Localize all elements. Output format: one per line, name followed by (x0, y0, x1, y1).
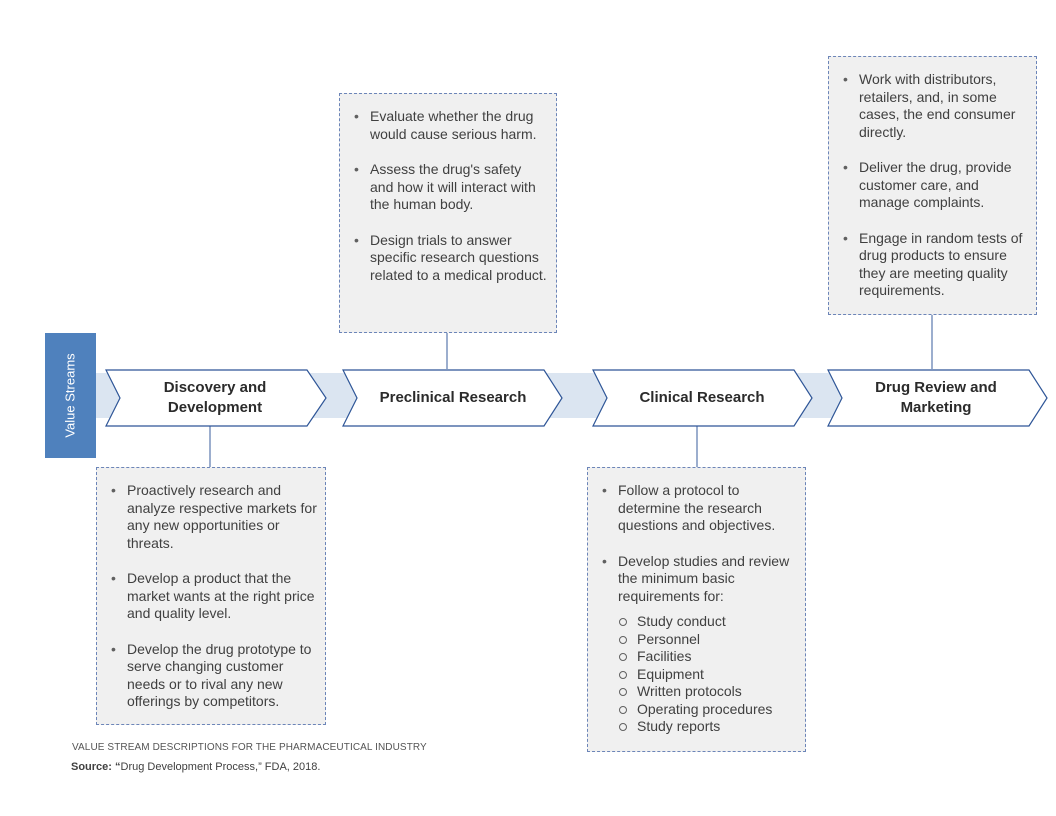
source-quote-open: “ (115, 761, 121, 773)
note-discovery: Proactively research and analyze respect… (96, 467, 326, 725)
source-text: Drug Development Process,” FDA, 2018. (120, 761, 321, 773)
note-bullet-text: Develop studies and review the minimum b… (618, 552, 790, 604)
note-clinical: Follow a protocol to determine the resea… (587, 467, 806, 752)
stage-chevron-review (827, 369, 1048, 427)
stage-chevron-preclinical (342, 369, 563, 427)
stage-title-preclinical: Preclinical Research (379, 389, 527, 406)
sub-item: Equipment (618, 666, 797, 684)
value-streams-box (45, 333, 96, 458)
sub-item: Written protocols (618, 683, 797, 701)
note-bullet: Evaluate whether the drug would cause se… (350, 108, 548, 143)
requirements-sublist: Study conduct Personnel Facilities Equip… (618, 613, 797, 736)
stage-chevron-clinical (592, 369, 813, 427)
note-bullet: Assess the drug's safety and how it will… (350, 161, 548, 214)
note-bullet: Develop a product that the market wants … (107, 570, 317, 623)
note-bullet: Engage in random tests of drug products … (839, 230, 1028, 300)
note-bullet-with-sublist: Develop studies and review the minimum b… (598, 553, 797, 736)
note-bullet: Proactively research and analyze respect… (107, 482, 317, 552)
stage-title-discovery: Discovery and Development (163, 379, 267, 416)
note-bullet: Work with distributors, retailers, and, … (839, 71, 1028, 141)
note-bullet: Follow a protocol to determine the resea… (598, 482, 797, 535)
note-bullet: Develop the drug prototype to serve chan… (107, 641, 317, 711)
sub-item: Personnel (618, 631, 797, 649)
value-streams-label: Value Streams (45, 333, 96, 458)
sub-item: Study conduct (618, 613, 797, 631)
note-review: Work with distributors, retailers, and, … (828, 56, 1037, 315)
figure-caption: VALUE STREAM DESCRIPTIONS FOR THE PHARMA… (72, 742, 427, 753)
sub-item: Operating procedures (618, 701, 797, 719)
note-bullet: Design trials to answer specific researc… (350, 232, 548, 285)
value-streams-text: Value Streams (63, 353, 79, 438)
source-label: Source: (71, 761, 112, 773)
sub-item: Study reports (618, 718, 797, 736)
note-preclinical: Evaluate whether the drug would cause se… (339, 93, 557, 333)
stage-title-review: Drug Review and Marketing (875, 379, 997, 416)
sub-item: Facilities (618, 648, 797, 666)
note-bullet: Deliver the drug, provide customer care,… (839, 159, 1028, 212)
stage-title-clinical: Clinical Research (639, 389, 765, 406)
stage-chevron-discovery (105, 369, 327, 427)
source-line: Source: “Drug Development Process,” FDA,… (71, 761, 320, 773)
